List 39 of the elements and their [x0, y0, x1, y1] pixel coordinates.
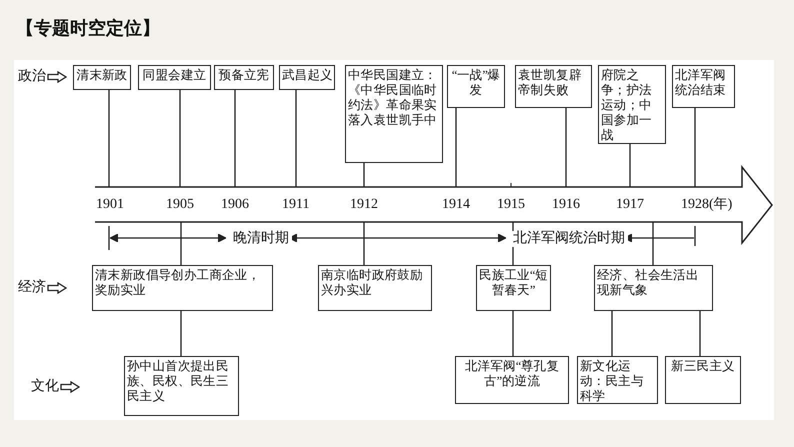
connector-line: [512, 311, 514, 356]
culture-box: 新三民主义: [665, 356, 741, 404]
connector-line: [108, 90, 110, 187]
row-label: 文化: [31, 379, 59, 395]
culture-box: 孙中山首次提出民族、民权、民生三民主义: [124, 356, 239, 416]
connector-line: [699, 311, 701, 356]
connector-line: [565, 108, 567, 187]
politics-box: 府院之争；护法运动；中国参加一战: [598, 65, 666, 144]
connector-line: [234, 90, 236, 187]
connector-line: [180, 222, 182, 265]
politics-box: 武昌起义: [279, 65, 335, 90]
politics-box: 袁世凯复辟帝制失败: [515, 65, 592, 108]
culture-box: 北洋军阀“尊孔复古”的逆流: [455, 356, 569, 404]
section-title: 【专题时空定位】: [16, 17, 160, 40]
politics-box: 北洋军阀统治结束: [672, 65, 735, 108]
connector-line: [652, 222, 654, 265]
politics-box: 预备立宪: [214, 65, 274, 90]
connector-line: [455, 108, 457, 187]
period-label: 北洋军阀统治时期: [510, 231, 628, 247]
politics-box: 同盟会建立: [138, 65, 211, 90]
row-label: 经济: [18, 280, 46, 296]
connector-line: [611, 311, 613, 356]
economy-box: 清末新政倡导创办工商企业，奖励实业: [92, 265, 273, 311]
politics-box: “一战”爆发: [447, 65, 505, 108]
row-label: 政治: [18, 69, 46, 85]
culture-box: 新文化运动：民主与科学: [577, 356, 658, 404]
connector-line: [295, 90, 297, 187]
politics-box: 清末新政: [73, 65, 131, 90]
economy-box: 南京临时政府鼓励兴办实业: [318, 265, 432, 311]
connector-line: [629, 144, 631, 187]
economy-box: 民族工业“短暂春天”: [476, 265, 551, 311]
connector-line: [363, 163, 365, 187]
economy-box: 经济、社会生活出现新气象: [594, 265, 713, 311]
politics-box: 中华民国建立：《中华民国临时约法》革命果实落入袁世凯手中: [345, 65, 443, 163]
year-label: 1928(年): [681, 197, 732, 213]
connector-line: [179, 90, 181, 187]
connector-line: [363, 222, 365, 265]
connector-line: [694, 108, 696, 187]
connector-line: [180, 311, 182, 356]
